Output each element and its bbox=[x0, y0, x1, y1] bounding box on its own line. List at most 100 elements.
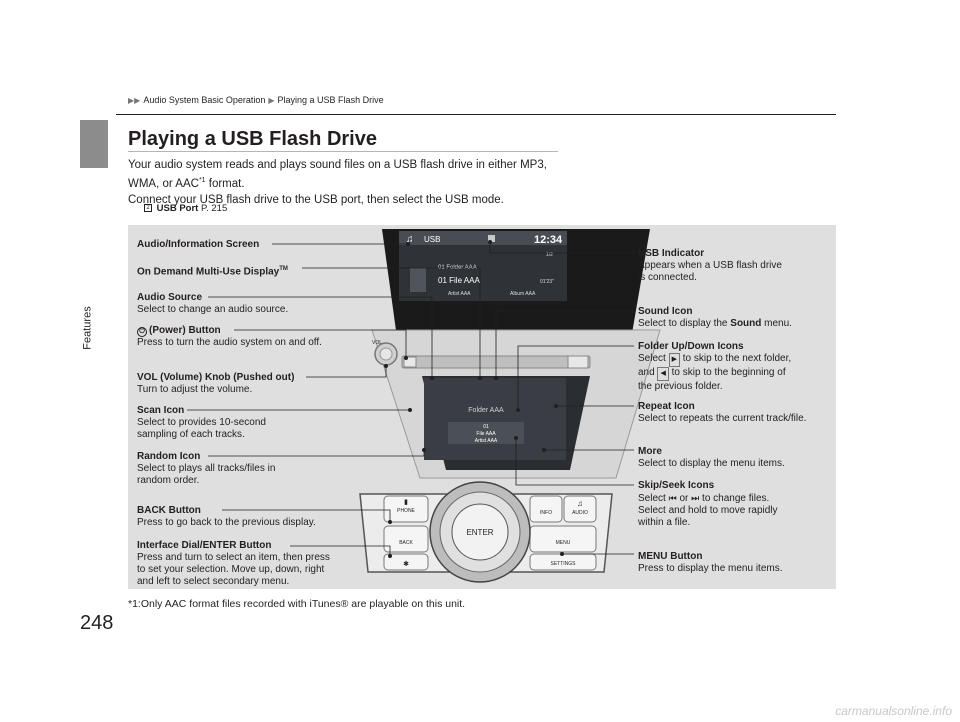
lower-file: File AAA bbox=[476, 431, 496, 437]
phone-button[interactable] bbox=[383, 495, 429, 523]
audio-icon: ♫ bbox=[577, 499, 583, 508]
leader-dot bbox=[388, 554, 392, 558]
leader-dot bbox=[554, 404, 558, 408]
leader-dot bbox=[404, 356, 408, 360]
header-rule bbox=[116, 114, 836, 115]
leader-dot bbox=[516, 408, 520, 412]
audio-button[interactable] bbox=[563, 495, 597, 523]
settings-label: SETTINGS bbox=[550, 561, 576, 567]
label-usb-indicator: USB Indicator Appears when a USB flash d… bbox=[638, 248, 782, 283]
upper-track-count: 1/2 bbox=[546, 252, 553, 258]
leader-dot bbox=[494, 376, 498, 380]
breadcrumb: ▶▶ Audio System Basic Operation ▶ Playin… bbox=[128, 95, 384, 105]
upper-file-line: 01 File AAA bbox=[438, 276, 480, 285]
upper-time: 01'23" bbox=[540, 279, 554, 285]
label-power: ⏻(Power) Button Press to turn the audio … bbox=[137, 325, 322, 348]
upper-clock: 12:34 bbox=[534, 234, 563, 246]
folder-down-icon: ◀ bbox=[657, 367, 669, 381]
power-icon: ⏻ bbox=[137, 327, 147, 337]
vol-label: VOL bbox=[372, 340, 382, 346]
leader-dot bbox=[560, 552, 564, 556]
audio-label: AUDIO bbox=[572, 510, 588, 516]
lower-folder: Folder AAA bbox=[468, 407, 504, 414]
label-skip: Skip/Seek Icons Select ⏮ or ⏭ to change … bbox=[638, 480, 778, 528]
skip-back-icon: ⏮ bbox=[668, 493, 677, 503]
leader-dot bbox=[388, 520, 392, 524]
label-audio-info-screen: Audio/Information Screen bbox=[137, 239, 260, 250]
label-more: More Select to display the menu items. bbox=[638, 446, 785, 469]
menu-label: MENU bbox=[556, 540, 571, 546]
leader-dot bbox=[422, 448, 426, 452]
label-dial: Interface Dial/ENTER Button Press and tu… bbox=[137, 540, 330, 587]
label-back: BACK Button Press to go back to the prev… bbox=[137, 505, 316, 528]
info-label: INFO bbox=[540, 510, 552, 516]
footnote: *1:Only AAC format files recorded with i… bbox=[128, 598, 466, 610]
leader-vol bbox=[306, 366, 387, 378]
upper-album: Album AAA bbox=[510, 291, 536, 297]
leader-usb-indicator bbox=[489, 242, 634, 254]
upper-screen-header bbox=[399, 231, 567, 245]
page-number: 248 bbox=[80, 612, 114, 634]
back-button[interactable] bbox=[383, 525, 429, 553]
leader-folder bbox=[517, 345, 634, 410]
upper-source-label: USB bbox=[424, 235, 440, 244]
label-menu: MENU Button Press to display the menu it… bbox=[638, 551, 783, 574]
power-button[interactable] bbox=[403, 356, 417, 368]
leader-audio-source bbox=[208, 296, 433, 378]
lower-track: 01 bbox=[483, 424, 489, 430]
enter-button[interactable] bbox=[451, 503, 509, 561]
title-rule bbox=[128, 151, 558, 152]
vol-knob-cap bbox=[379, 347, 393, 361]
breadcrumb-arrow-icon: ▶ bbox=[268, 95, 275, 105]
voice-button[interactable] bbox=[383, 553, 429, 571]
eject-button[interactable] bbox=[567, 355, 589, 369]
upper-artist: Artist AAA bbox=[448, 291, 471, 297]
reference-icon: 2 bbox=[144, 204, 152, 213]
label-sound: Sound Icon Select to display the Sound m… bbox=[638, 306, 792, 329]
enter-label: ENTER bbox=[466, 528, 493, 537]
info-button[interactable] bbox=[529, 495, 563, 523]
leader-dial bbox=[290, 545, 391, 556]
phone-icon: ▮ bbox=[404, 499, 408, 506]
voice-icon: ✱ bbox=[403, 560, 409, 568]
label-scan: Scan Icon Select to provides 10-second s… bbox=[137, 405, 266, 440]
back-label: BACK bbox=[399, 540, 413, 546]
label-odmd: On Demand Multi-Use DisplayTM bbox=[137, 266, 288, 278]
label-repeat: Repeat Icon Select to repeats the curren… bbox=[638, 401, 807, 424]
label-random: Random Icon Select to plays all tracks/f… bbox=[137, 451, 276, 486]
label-audio-source: Audio Source Select to change an audio s… bbox=[137, 292, 289, 315]
leader-dot bbox=[478, 376, 482, 380]
watermark: carmanualsonline.info bbox=[835, 704, 952, 718]
label-folder: Folder Up/Down Icons Select ▶ to skip to… bbox=[638, 341, 792, 392]
page-reference[interactable]: 2 USB Port P. 215 bbox=[144, 203, 227, 214]
lower-track-box bbox=[448, 422, 524, 444]
page-title: Playing a USB Flash Drive bbox=[128, 128, 377, 150]
breadcrumb-item[interactable]: Audio System Basic Operation bbox=[143, 95, 266, 105]
chapter-tab bbox=[80, 120, 108, 168]
usb-indicator-icon bbox=[488, 235, 495, 242]
leader-odmd bbox=[302, 267, 481, 378]
breadcrumb-arrow-icon: ▶▶ bbox=[128, 95, 141, 105]
touch-screen bbox=[424, 378, 566, 460]
leader-sound bbox=[495, 310, 634, 378]
leader-dot bbox=[514, 436, 518, 440]
leader-dot bbox=[488, 240, 492, 244]
phone-label: PHONE bbox=[397, 508, 415, 514]
skip-forward-icon: ⏭ bbox=[691, 493, 700, 503]
intro-text: Your audio system reads and plays sound … bbox=[128, 159, 547, 206]
leader-dot bbox=[542, 448, 546, 452]
leader-dot bbox=[406, 242, 410, 246]
leader-power bbox=[234, 329, 407, 358]
leader-dot bbox=[408, 408, 412, 412]
usb-device-icon bbox=[410, 268, 426, 292]
leader-dot bbox=[430, 376, 434, 380]
leader-dot bbox=[384, 364, 388, 368]
folder-up-icon: ▶ bbox=[668, 353, 680, 367]
breadcrumb-item[interactable]: Playing a USB Flash Drive bbox=[277, 95, 384, 105]
label-vol: VOL (Volume) Knob (Pushed out) Turn to a… bbox=[137, 372, 295, 395]
lower-artist: Artist AAA bbox=[475, 438, 498, 444]
music-note-icon: ♫ bbox=[406, 234, 414, 245]
leader-skip bbox=[515, 438, 634, 486]
